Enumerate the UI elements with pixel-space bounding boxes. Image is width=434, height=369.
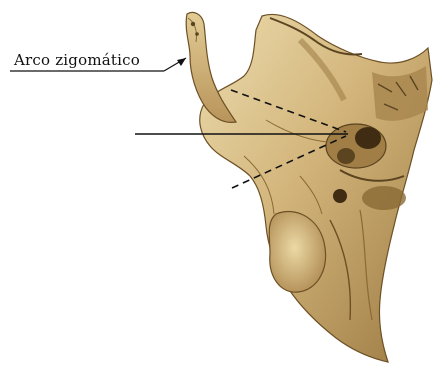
zygomatic-arch-label: Arco zigomático — [14, 51, 140, 69]
bone-body — [200, 14, 432, 362]
zygomatic-leader-arrowhead — [177, 58, 186, 66]
